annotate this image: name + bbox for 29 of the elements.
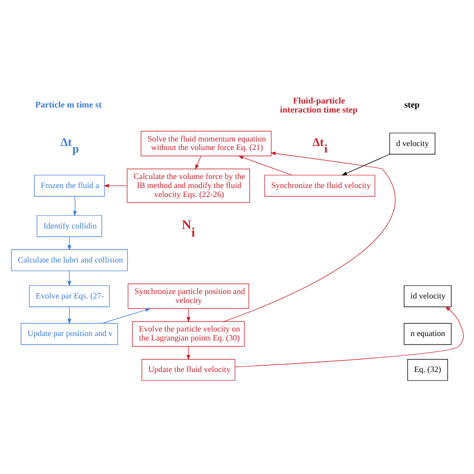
arrow — [186, 346, 190, 360]
arrow — [67, 270, 71, 286]
node-box: Eq. (32) — [406, 358, 448, 381]
arrow — [186, 308, 190, 322]
arrow — [341, 154, 390, 176]
arrow — [234, 306, 464, 368]
node-box: Calculate the volume force by the IB method and modify the fluid velocity Eqs. (22-26) — [126, 168, 250, 203]
node-box: Calculate the lubri and collision — [10, 249, 128, 272]
node-box: Synchronize the fluid velocity — [264, 174, 375, 197]
node-box: n equation — [403, 323, 452, 345]
node-box: Update par position and v — [20, 323, 118, 345]
node-box: Update the fluid velocity — [141, 358, 235, 381]
node-box: Synchronize particle position and velocity — [127, 284, 249, 309]
node-box: Evolve par Eqs. (27- — [28, 285, 110, 308]
arrow — [194, 156, 201, 170]
arrow — [238, 156, 292, 176]
node-box: d velocity — [388, 132, 435, 154]
label: Particle m time st — [34, 99, 102, 110]
arrow — [72, 196, 76, 216]
arrow — [101, 308, 150, 324]
node-box: Identify collidin — [36, 215, 102, 237]
label: Fluid-particle interaction time step — [280, 96, 358, 114]
node-box: id velocity — [403, 285, 452, 308]
arrow — [103, 184, 127, 188]
node-box: Frozen the fluid a — [34, 174, 104, 197]
label: step — [404, 99, 420, 110]
node-box: Solve the fluid momentum equation without the volume force Eq. (21) — [140, 130, 271, 156]
node-box: Evolve the particle velocity on the Lagrangian points Eq. (30) — [132, 321, 244, 347]
arrow — [67, 306, 71, 324]
